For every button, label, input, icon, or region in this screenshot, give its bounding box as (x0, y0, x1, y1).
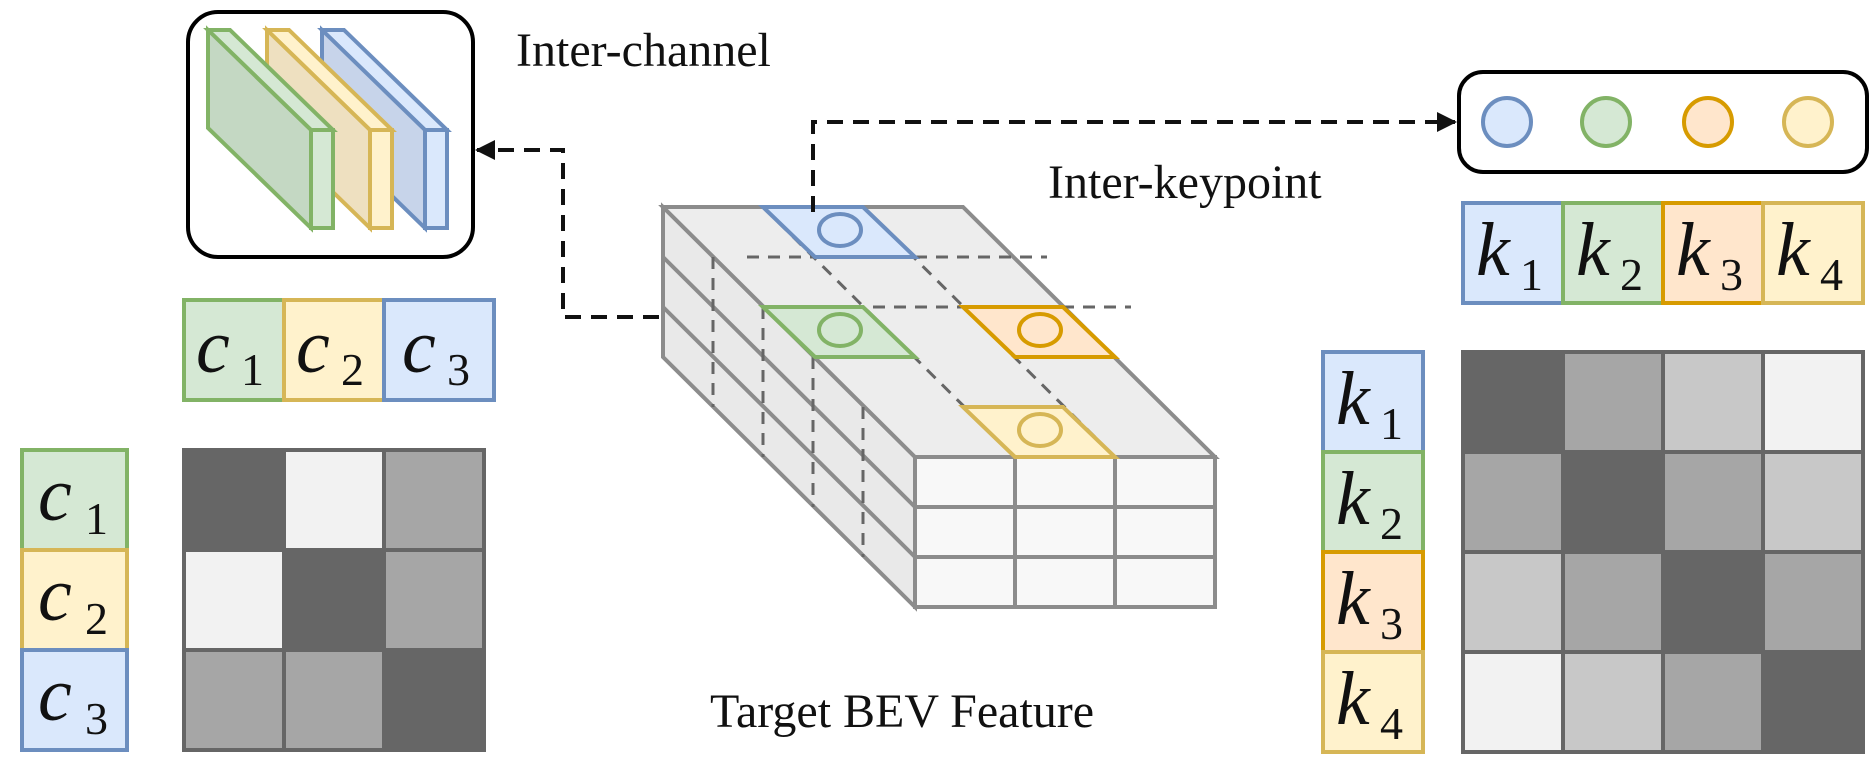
svg-text:1: 1 (85, 493, 108, 544)
keypoint-matrix-cell-r4-c4 (1761, 650, 1865, 754)
keypoint-matrix-cell-r1-c2 (1561, 350, 1665, 454)
svg-text:k: k (1476, 208, 1511, 292)
target-bev-feature-label: Target BEV Feature (710, 685, 1094, 738)
keypoint-matrix-cell-r3-c1 (1461, 550, 1565, 654)
keypoint-matrix-cell-r2-c4 (1761, 450, 1865, 554)
keypoint-side-k3: k 3 (1321, 550, 1425, 654)
keypoint-side-k2: k 2 (1321, 450, 1425, 554)
cube-front-face (913, 455, 1217, 609)
keypoint-dot-orange (1682, 96, 1734, 148)
svg-text:k: k (1336, 457, 1371, 541)
inter-keypoint-box (1457, 70, 1869, 174)
inter-keypoint-frame (1457, 70, 1869, 174)
inter-keypoint-label: Inter-keypoint (1048, 156, 1322, 209)
keypoint-matrix-cell-r3-c4 (1761, 550, 1865, 654)
svg-text:k: k (1336, 357, 1371, 441)
svg-text:1: 1 (241, 344, 264, 395)
inter-channel-arrow (475, 140, 659, 319)
bev-feature-cube (658, 202, 1220, 612)
channel-matrix-cell-r1-c3 (382, 448, 486, 552)
keypoint-header-row: k 1 k 2 k 3 k 4 (1461, 201, 1865, 305)
svg-text:k: k (1336, 557, 1371, 641)
svg-text:c: c (38, 453, 72, 537)
svg-text:c: c (196, 305, 230, 389)
svg-text:3: 3 (1720, 249, 1743, 300)
keypoint-matrix-cell-r2-c2 (1561, 450, 1665, 554)
svg-text:k: k (1776, 208, 1811, 292)
channel-matrix-cell-r3-c3 (382, 648, 486, 752)
keypoint-matrix-cell-r4-c1 (1461, 650, 1565, 754)
svg-text:k: k (1336, 657, 1371, 741)
keypoint-side-k1: k 1 (1321, 350, 1425, 454)
channel-side-c2: c 2 (20, 548, 129, 652)
svg-text:4: 4 (1820, 249, 1843, 300)
svg-text:2: 2 (341, 344, 364, 395)
cube-keypoint-cell-green (758, 305, 920, 359)
keypoint-dot-yellow (1782, 96, 1834, 148)
keypoint-matrix-cell-r2-c3 (1661, 450, 1765, 554)
keypoint-matrix-cell-r2-c1 (1461, 450, 1565, 554)
channel-matrix-cell-r2-c2 (282, 548, 386, 652)
keypoint-matrix-cell-r4-c3 (1661, 650, 1765, 754)
inter-channel-box (186, 10, 475, 259)
svg-text:c: c (38, 553, 72, 637)
keypoint-matrix-cell-r1-c3 (1661, 350, 1765, 454)
keypoint-correlation-matrix (1461, 350, 1865, 754)
svg-text:k: k (1676, 208, 1711, 292)
cube-keypoint-cell-yellow (958, 405, 1120, 459)
svg-text:2: 2 (1380, 498, 1403, 549)
channel-slab-green (203, 25, 338, 233)
channel-header-c3: c 3 (382, 298, 496, 402)
svg-text:2: 2 (1620, 249, 1643, 300)
cube-side-layer-line (661, 255, 917, 509)
svg-text:c: c (296, 305, 330, 389)
svg-text:3: 3 (85, 693, 108, 744)
svg-text:c: c (402, 305, 436, 389)
channel-matrix-cell-r3-c1 (182, 648, 286, 752)
keypoint-header-k1: k 1 (1461, 201, 1565, 305)
svg-text:4: 4 (1380, 698, 1403, 749)
cube-keypoint-cell-blue (758, 205, 920, 259)
svg-text:k: k (1576, 208, 1611, 292)
svg-text:1: 1 (1380, 398, 1403, 449)
keypoint-side-column: k 1 k 2 k 3 k 4 (1321, 350, 1425, 754)
cube-side-layer-line (661, 305, 917, 559)
cube-keypoint-cell-orange (958, 305, 1120, 359)
channel-header-c2: c 2 (282, 298, 386, 402)
inter-channel-label: Inter-channel (516, 24, 771, 77)
channel-side-c3: c 3 (20, 648, 129, 752)
keypoint-header-k3: k 3 (1661, 201, 1765, 305)
keypoint-matrix-cell-r3-c3 (1661, 550, 1765, 654)
keypoint-matrix-cell-r3-c2 (1561, 550, 1665, 654)
svg-text:c: c (38, 653, 72, 737)
channel-header-row: c 1 c 2 c 3 (182, 298, 496, 402)
keypoint-matrix-cell-r4-c2 (1561, 650, 1665, 754)
channel-matrix-cell-r2-c1 (182, 548, 286, 652)
channel-matrix-cell-r1-c1 (182, 448, 286, 552)
channel-matrix-cell-r2-c3 (382, 548, 486, 652)
keypoint-header-k2: k 2 (1561, 201, 1665, 305)
inter-keypoint-arrow (811, 112, 1457, 212)
svg-text:1: 1 (1520, 249, 1543, 300)
svg-text:3: 3 (447, 344, 470, 395)
channel-correlation-matrix (182, 448, 486, 752)
channel-side-column: c 1 c 2 c 3 (20, 448, 129, 752)
keypoint-matrix-cell-r1-c1 (1461, 350, 1565, 454)
channel-header-c1: c 1 (182, 298, 286, 402)
channel-side-c1: c 1 (20, 448, 129, 552)
keypoint-dot-blue (1481, 96, 1533, 148)
channel-matrix-cell-r1-c2 (282, 448, 386, 552)
svg-text:2: 2 (85, 593, 108, 644)
channel-matrix-cell-r3-c2 (282, 648, 386, 752)
keypoint-matrix-cell-r1-c4 (1761, 350, 1865, 454)
cube-side-dashed-lines (711, 257, 865, 557)
keypoint-dot-green (1580, 96, 1632, 148)
keypoint-header-k4: k 4 (1761, 201, 1865, 305)
svg-text:3: 3 (1380, 598, 1403, 649)
keypoint-side-k4: k 4 (1321, 650, 1425, 754)
